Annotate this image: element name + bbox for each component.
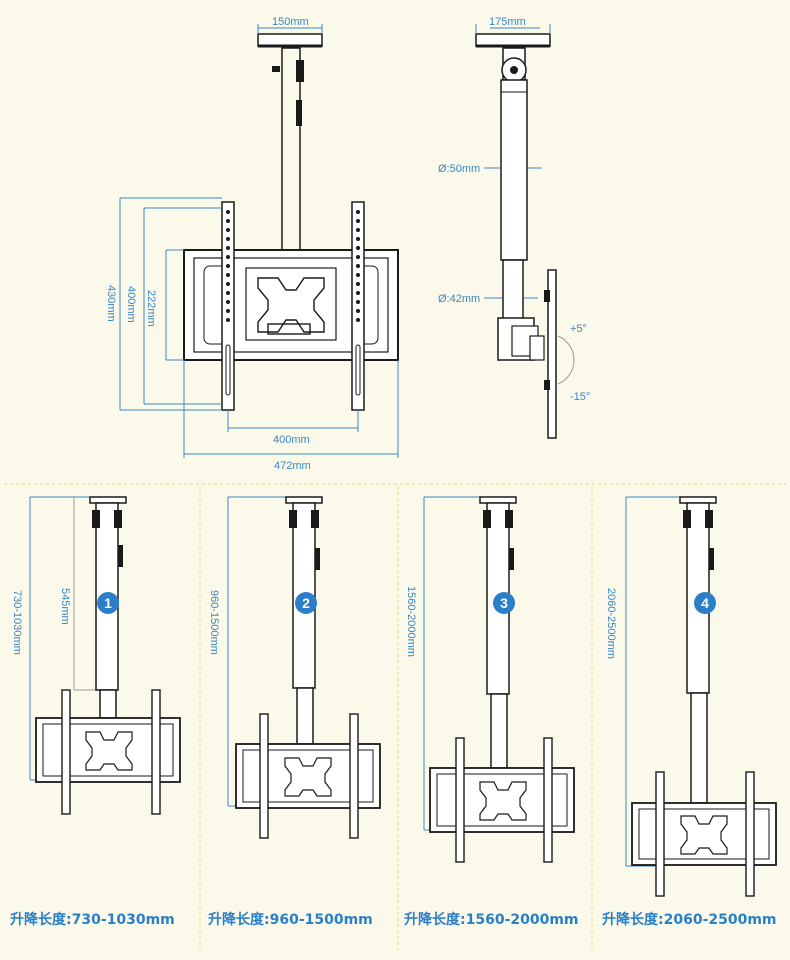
arm-hole xyxy=(356,318,360,322)
dim-width-400: 400mm xyxy=(273,434,310,446)
arm-hole xyxy=(356,210,360,214)
arm-hole xyxy=(226,237,230,241)
dim-plate-width: 150mm xyxy=(272,16,309,28)
caption-4: 升降长度:2060-2500mm xyxy=(602,911,777,928)
arm-hole xyxy=(226,291,230,295)
arm-hole xyxy=(356,282,360,286)
arm-hole xyxy=(356,291,360,295)
dim-tube-50: Ø:50mm xyxy=(438,163,480,175)
config-3-range: 1560-2000mm xyxy=(405,586,417,657)
arm-hole xyxy=(356,273,360,277)
arm-hole xyxy=(356,300,360,304)
arm-hole xyxy=(356,264,360,268)
dim-tube-42: Ø:42mm xyxy=(438,293,480,305)
front-view: 150mm 430mm 400mm 222mm 400mm 472mm xyxy=(105,16,399,472)
config-2-range: 960-1500mm xyxy=(208,590,220,655)
arm-hole xyxy=(226,273,230,277)
arm-slot xyxy=(355,344,361,396)
arm-hole xyxy=(226,219,230,223)
badge-1: 1 xyxy=(97,592,119,614)
side-view: 175mm Ø:50mm Ø:42mm +5° -15° xyxy=(438,16,590,439)
config-4: 2060-2500mm xyxy=(605,496,777,897)
dim-width-472: 472mm xyxy=(274,460,311,472)
arm-hole xyxy=(226,255,230,259)
config-1: 730-1030mm 545mm xyxy=(11,496,181,815)
config-1-range: 730-1030mm xyxy=(11,590,23,655)
config-2: 960-1500mm xyxy=(208,496,381,839)
caption-3: 升降长度:1560-2000mm xyxy=(404,911,579,928)
arm-hole xyxy=(356,309,360,313)
arm-hole xyxy=(226,309,230,313)
arm-hole xyxy=(226,228,230,232)
dim-430: 430mm xyxy=(105,285,117,322)
arm-hole xyxy=(226,264,230,268)
config-4-range: 2060-2500mm xyxy=(605,588,617,659)
dim-400: 400mm xyxy=(125,286,137,323)
arm-hole xyxy=(356,219,360,223)
config-3: 1560-2000mm xyxy=(405,496,575,863)
arm-hole xyxy=(226,318,230,322)
tilt-down: -15° xyxy=(570,391,590,403)
arm-hole xyxy=(356,237,360,241)
dim-222: 222mm xyxy=(145,290,157,327)
badge-2-number: 2 xyxy=(302,595,310,611)
config-1-extra: 545mm xyxy=(59,588,71,625)
badge-2: 2 xyxy=(295,592,317,614)
badge-3: 3 xyxy=(493,592,515,614)
arm-hole xyxy=(356,255,360,259)
arm-hole xyxy=(226,210,230,214)
caption-2: 升降长度:960-1500mm xyxy=(208,911,373,928)
arm-hole xyxy=(226,246,230,250)
arm-slot xyxy=(225,344,231,396)
tilt-up: +5° xyxy=(570,323,587,335)
badge-1-number: 1 xyxy=(104,595,112,611)
arm-hole xyxy=(226,282,230,286)
caption-1: 升降长度:730-1030mm xyxy=(10,911,175,928)
badge-4: 4 xyxy=(694,592,716,614)
arm-hole xyxy=(356,246,360,250)
arm-hole xyxy=(356,228,360,232)
arm-hole xyxy=(226,300,230,304)
dim-side-plate: 175mm xyxy=(489,16,526,28)
badge-4-number: 4 xyxy=(701,595,709,611)
badge-3-number: 3 xyxy=(500,595,508,611)
